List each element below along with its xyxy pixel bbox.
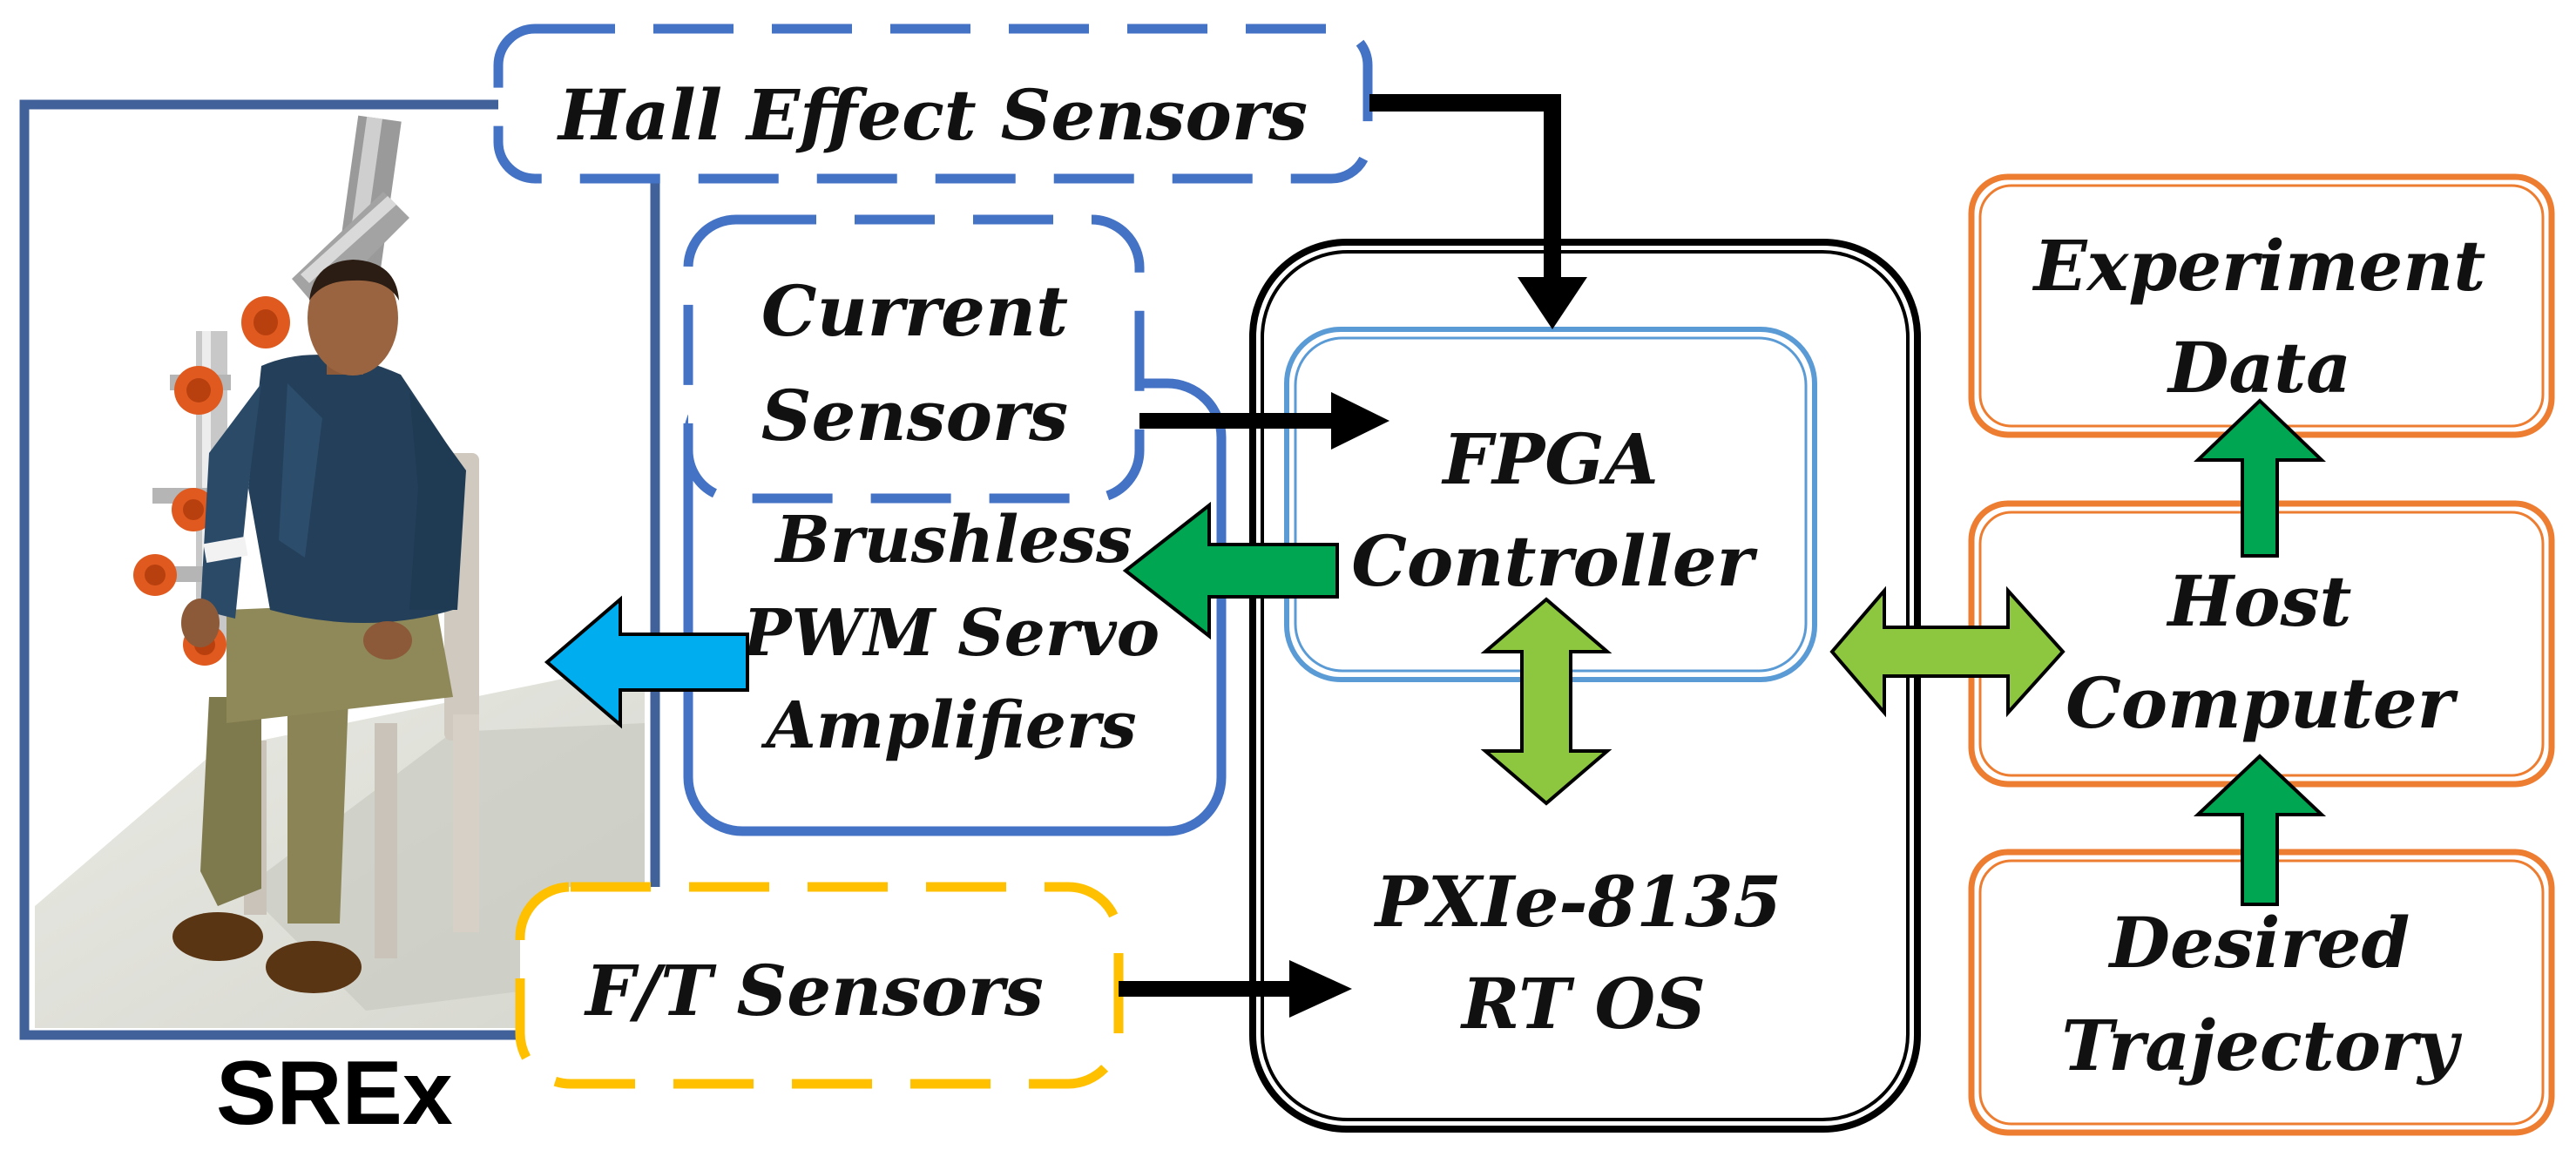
srex-illustration — [35, 115, 645, 1028]
current-to-fpga-arrow — [1139, 392, 1389, 450]
amplifiers-label-line1: Brushless — [774, 503, 1132, 578]
host-label-line1: Host — [2167, 560, 2352, 642]
srex-frame — [19, 99, 660, 1040]
amplifiers-label-line2: PWM Servo — [741, 596, 1160, 671]
hall-label: Hall Effect Sensors — [557, 74, 1308, 156]
trajectory-label-line1: Desired — [2108, 902, 2410, 984]
hall-effect-sensors-node — [493, 24, 1373, 184]
trajectory-label-line2: Trajectory — [2061, 1005, 2463, 1086]
experiment-label-line1: Experiment — [2032, 225, 2486, 307]
srex-label: SREx — [216, 1043, 453, 1144]
fpga-pxie-bidirectional-arrow — [1480, 597, 1613, 806]
current-sensors-node — [683, 214, 1145, 504]
amplifiers-label-line3: Amplifiers — [761, 688, 1136, 763]
fpga-to-amplifiers-arrow — [1122, 501, 1339, 640]
fpga-label-line2: Controller — [1351, 520, 1757, 602]
pxie-label-line1: PXIe-8135 — [1374, 861, 1782, 943]
host-to-experiment-arrow — [2194, 398, 2326, 558]
experiment-label-line2: Data — [2167, 327, 2351, 409]
ft-label: F/T Sensors — [584, 950, 1044, 1032]
current-label-line1: Current — [761, 270, 1068, 352]
seated-person — [172, 260, 466, 993]
pxie-label-line2: RT OS — [1460, 963, 1706, 1045]
host-label-line2: Computer — [2066, 662, 2458, 744]
amplifiers-to-srex-arrow — [544, 595, 749, 729]
hall-to-fpga-arrow — [1369, 94, 1587, 329]
ft-to-pxie-arrow — [1119, 960, 1352, 1018]
pxie-host-bidirectional-arrow — [1829, 585, 2066, 718]
current-label-line2: Sensors — [761, 375, 1068, 457]
trajectory-to-host-arrow — [2193, 754, 2327, 906]
fpga-label-line1: FPGA — [1441, 418, 1658, 500]
